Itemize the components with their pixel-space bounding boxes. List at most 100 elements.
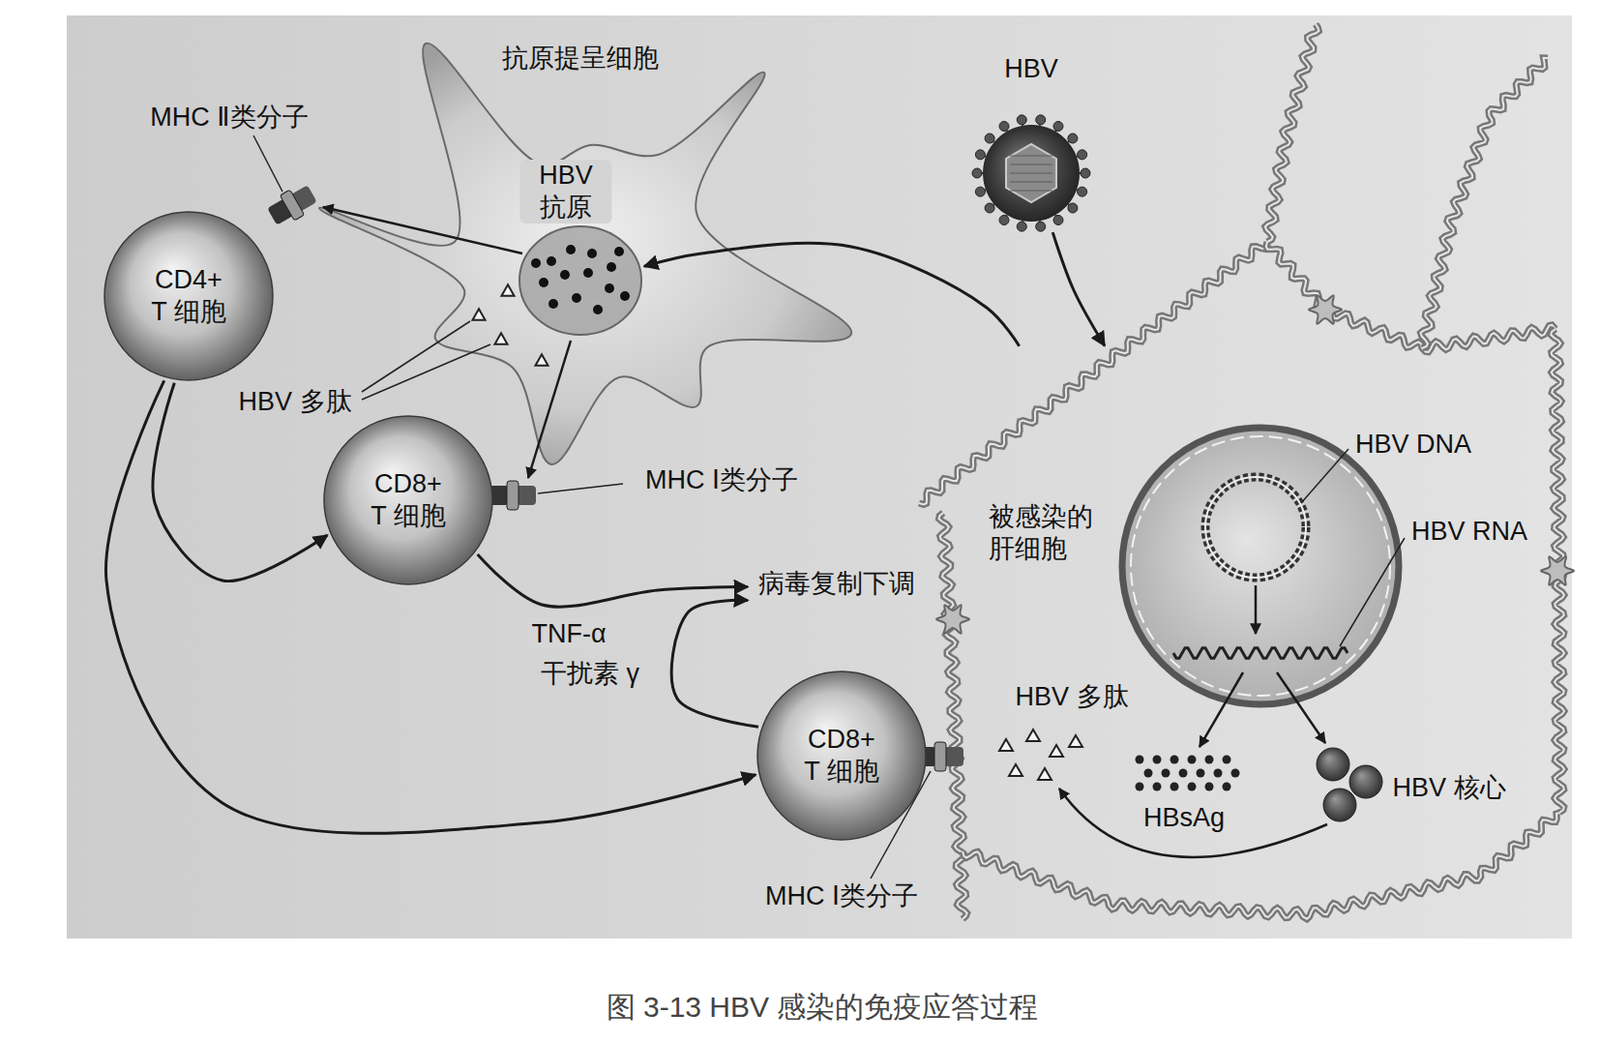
- mhc-part: [944, 746, 964, 767]
- hbsag-particle: [1170, 755, 1180, 765]
- connector-arrow: [1052, 232, 1105, 346]
- antigen-dot: [583, 267, 593, 278]
- peptide-triangle: [535, 354, 549, 365]
- hbsag-particle: [1170, 782, 1180, 792]
- molecule-label: MHC Ⅱ类分子: [149, 101, 308, 134]
- cell-membrane: [918, 24, 1565, 919]
- leader-line: [361, 344, 491, 400]
- membrane-line: [1266, 241, 1556, 353]
- antigen-label: HBV 抗原: [519, 159, 612, 224]
- hbv-dna: [1205, 476, 1306, 578]
- cytokine-label: 干扰素 γ: [540, 657, 640, 690]
- dna-label: HBV DNA: [1355, 428, 1472, 461]
- cell-nucleus: [519, 226, 642, 335]
- hbsag-particle: [1161, 769, 1171, 778]
- connector-arrow: [644, 242, 1020, 346]
- peptide-triangle: [1068, 735, 1083, 747]
- connector-arrow: [671, 599, 759, 727]
- virus-particle: HBV: [971, 113, 1092, 234]
- node-label: CD8+ T 细胞: [797, 723, 887, 788]
- antigen-dot: [620, 291, 630, 301]
- hepatocyte-region: 被感染的 肝细胞: [967, 348, 1568, 929]
- mhc-molecule: [265, 180, 321, 230]
- virus-spike: [1016, 221, 1027, 232]
- peptide-triangle: [1049, 744, 1064, 757]
- node-heading: HBV: [1004, 53, 1059, 86]
- process-arrow: [1254, 585, 1258, 634]
- peptide-triangle: [1008, 764, 1023, 776]
- antigen-dot: [560, 269, 570, 280]
- shape-outline: [971, 113, 1092, 234]
- membrane-line: [1266, 241, 1556, 353]
- antigen-dot: [548, 298, 559, 309]
- shape-outline: [103, 210, 274, 382]
- hbsag-particle: [1153, 755, 1162, 765]
- capsid-grid: [1009, 164, 1053, 166]
- leader-line: [361, 321, 471, 392]
- antigen-dot: [565, 244, 576, 255]
- mhc-part: [934, 741, 947, 771]
- antigen-dot: [546, 256, 557, 267]
- cell-sphere: [104, 211, 273, 381]
- peptide-label: HBV 多肽: [237, 385, 352, 418]
- virus-spike: [1036, 221, 1046, 232]
- virus-spike: [1077, 149, 1088, 160]
- process-arrow: [323, 207, 523, 254]
- antigen-label: HBsAg: [1143, 801, 1225, 834]
- leader-line: [1339, 537, 1405, 647]
- antigen-presenting-cell: 抗原提呈细胞: [517, 224, 644, 337]
- virus-spike: [975, 186, 985, 197]
- hbsag-particle: [1214, 769, 1223, 778]
- capsid-grid: [1009, 190, 1053, 192]
- node-label: CD8+ T 细胞: [363, 468, 453, 533]
- virus-spike: [1053, 214, 1064, 225]
- core-label: HBV 核心: [1392, 771, 1506, 804]
- t-cell: CD8+ T 细胞: [756, 670, 927, 841]
- virus-spike: [1067, 133, 1078, 144]
- virus-capsid: [1006, 144, 1057, 203]
- node-label: 被感染的 肝细胞: [988, 501, 1104, 565]
- hbsag-particle: [1144, 769, 1154, 778]
- hbsag-particle: [1187, 782, 1197, 792]
- hbsag-particle: [1153, 782, 1162, 792]
- membrane-line: [962, 812, 1560, 919]
- hbsag-particle: [1187, 755, 1197, 765]
- hbsag-particle: [1222, 782, 1232, 792]
- leader-line: [1301, 448, 1349, 504]
- peptide-triangle: [1026, 729, 1040, 741]
- hbsag-particle: [1205, 755, 1215, 765]
- process-arrow: [1276, 672, 1326, 743]
- node-heading: 抗原提呈细胞: [502, 42, 659, 75]
- peptide-triangle: [1037, 768, 1052, 780]
- capsid-grid: [1009, 173, 1053, 175]
- virus-spike: [1053, 121, 1064, 132]
- hbsag-particle: [1179, 769, 1188, 778]
- mhc-part: [506, 480, 519, 510]
- membrane-line: [1265, 24, 1320, 242]
- membrane-line: [1421, 58, 1548, 349]
- virus-spike: [1067, 203, 1078, 213]
- nucleus: [1122, 427, 1399, 705]
- shape-outline: [323, 414, 494, 586]
- cell-sphere: [757, 671, 926, 840]
- peptide-triangle: [495, 332, 508, 344]
- hbv-core: [1323, 788, 1357, 822]
- shape-outline: [756, 670, 927, 841]
- peptide-triangle: [999, 739, 1013, 751]
- node-label: CD4+ T 细胞: [144, 264, 234, 328]
- hbsag-particle: [1222, 755, 1232, 765]
- virus-spike: [999, 121, 1009, 132]
- antigen-dot: [614, 246, 624, 257]
- antigen-dot: [606, 262, 617, 272]
- edge-label: TNF-α: [527, 618, 610, 651]
- process-arrow: [528, 340, 571, 478]
- mhc-part: [279, 189, 304, 221]
- antigen-dot: [571, 293, 582, 303]
- virus-spike: [1016, 115, 1027, 125]
- hbsag-particle: [1135, 782, 1145, 792]
- t-cell: CD8+ T 细胞: [323, 414, 494, 586]
- hbsag-particle: [1196, 769, 1206, 778]
- virus-envelope: [982, 124, 1080, 222]
- virus-spike: [975, 149, 985, 160]
- background-panel: [66, 15, 1572, 939]
